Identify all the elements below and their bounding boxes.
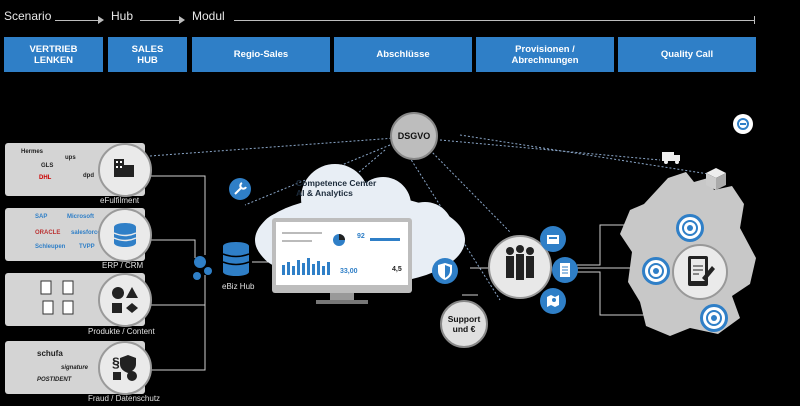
gls-logo: GLS <box>41 163 54 169</box>
shield-icon <box>438 263 452 280</box>
tablet-sign-node[interactable] <box>672 244 728 300</box>
fraud-label: Fraud / Datenschutz <box>88 394 161 403</box>
salesforce-logo: salesforce <box>71 230 101 236</box>
ebiz-hub-label: eBiz Hub <box>222 282 255 291</box>
scenario-line <box>55 20 99 21</box>
scenario-arrow <box>98 16 104 24</box>
target-icon <box>682 220 698 236</box>
cloud-title: Competence Center AI & Analytics <box>296 178 377 198</box>
map-button[interactable] <box>540 288 566 314</box>
database-icon <box>113 223 137 247</box>
hub-arrow <box>179 16 185 24</box>
tab-regio-sales[interactable]: Regio-Sales <box>192 37 330 72</box>
dashboard-value-1: 92 <box>357 233 365 240</box>
link-button[interactable] <box>733 114 753 134</box>
support-node[interactable]: Support und € <box>440 300 488 348</box>
wrench-icon <box>234 182 247 195</box>
hub-header: Hub <box>111 9 134 23</box>
hub-line <box>140 20 180 21</box>
hermes-logo: Hermes <box>21 149 44 155</box>
security-icons: § <box>112 354 137 381</box>
dpd-logo: dpd <box>83 173 94 179</box>
modul-header: Modul <box>192 9 225 23</box>
document-icon <box>560 263 570 277</box>
modul-line <box>234 20 754 21</box>
target-south[interactable] <box>700 304 728 332</box>
modul-end-tick <box>754 16 755 24</box>
support-label: Support und € <box>447 314 481 334</box>
people-icon <box>506 245 534 280</box>
dashboard-value-2: 33,00 <box>340 268 358 275</box>
ups-logo: ups <box>65 155 76 161</box>
oracle-logo: ORACLE <box>35 230 61 236</box>
kasse-button[interactable] <box>540 226 566 252</box>
wrench-button[interactable] <box>229 178 251 200</box>
svg-text:§: § <box>112 354 120 370</box>
tablet-sign-icon <box>688 256 715 286</box>
microsoft-logo: Microsoft <box>67 214 94 220</box>
efulfilment-circle <box>98 143 152 197</box>
tab-abschluesse[interactable]: Abschlüsse <box>334 37 472 72</box>
erp-label: ERP / CRM <box>102 261 144 270</box>
postident-logo: POSTIDENT <box>37 377 72 383</box>
produkte-label: Produkte / Content <box>88 327 155 336</box>
efulfilment-label: eFulfilment <box>100 196 140 205</box>
register-icon <box>547 235 559 244</box>
tvpp-logo: TVPP <box>79 244 95 250</box>
sap-logo: SAP <box>35 214 48 220</box>
target-icon <box>706 310 722 326</box>
fraud-circle: § <box>98 341 152 395</box>
target-west[interactable] <box>642 257 670 285</box>
tab-vertrieb-lenken[interactable]: VERTRIEB LENKEN <box>4 37 103 72</box>
shield-button[interactable] <box>432 258 458 284</box>
target-north[interactable] <box>676 214 704 242</box>
dashboard-value-3: 4,5 <box>392 266 402 273</box>
schufa-logo: schufa <box>37 349 63 358</box>
shapes-icon <box>112 287 138 313</box>
tab-sales-hub[interactable]: SALES HUB <box>108 37 187 72</box>
document-icons <box>40 280 74 315</box>
tab-quality-call[interactable]: Quality Call <box>618 37 756 72</box>
building-icon <box>114 159 134 177</box>
erp-circle <box>98 208 152 262</box>
dsgvo-node[interactable]: DSGVO <box>390 112 438 160</box>
tab-provisionen[interactable]: Provisionen / Abrechnungen <box>476 37 614 72</box>
schleupen-logo: Schleupen <box>35 244 66 250</box>
target-icon <box>648 263 664 279</box>
scenario-header: Scenario <box>4 9 52 23</box>
dsgvo-label: DSGVO <box>397 131 431 141</box>
produkte-circle <box>98 273 152 327</box>
signature-logo: signature <box>61 365 89 371</box>
dhl-logo: DHL <box>39 175 52 181</box>
map-icon <box>547 295 559 307</box>
link-icon <box>737 118 749 130</box>
document-button[interactable] <box>552 257 578 283</box>
